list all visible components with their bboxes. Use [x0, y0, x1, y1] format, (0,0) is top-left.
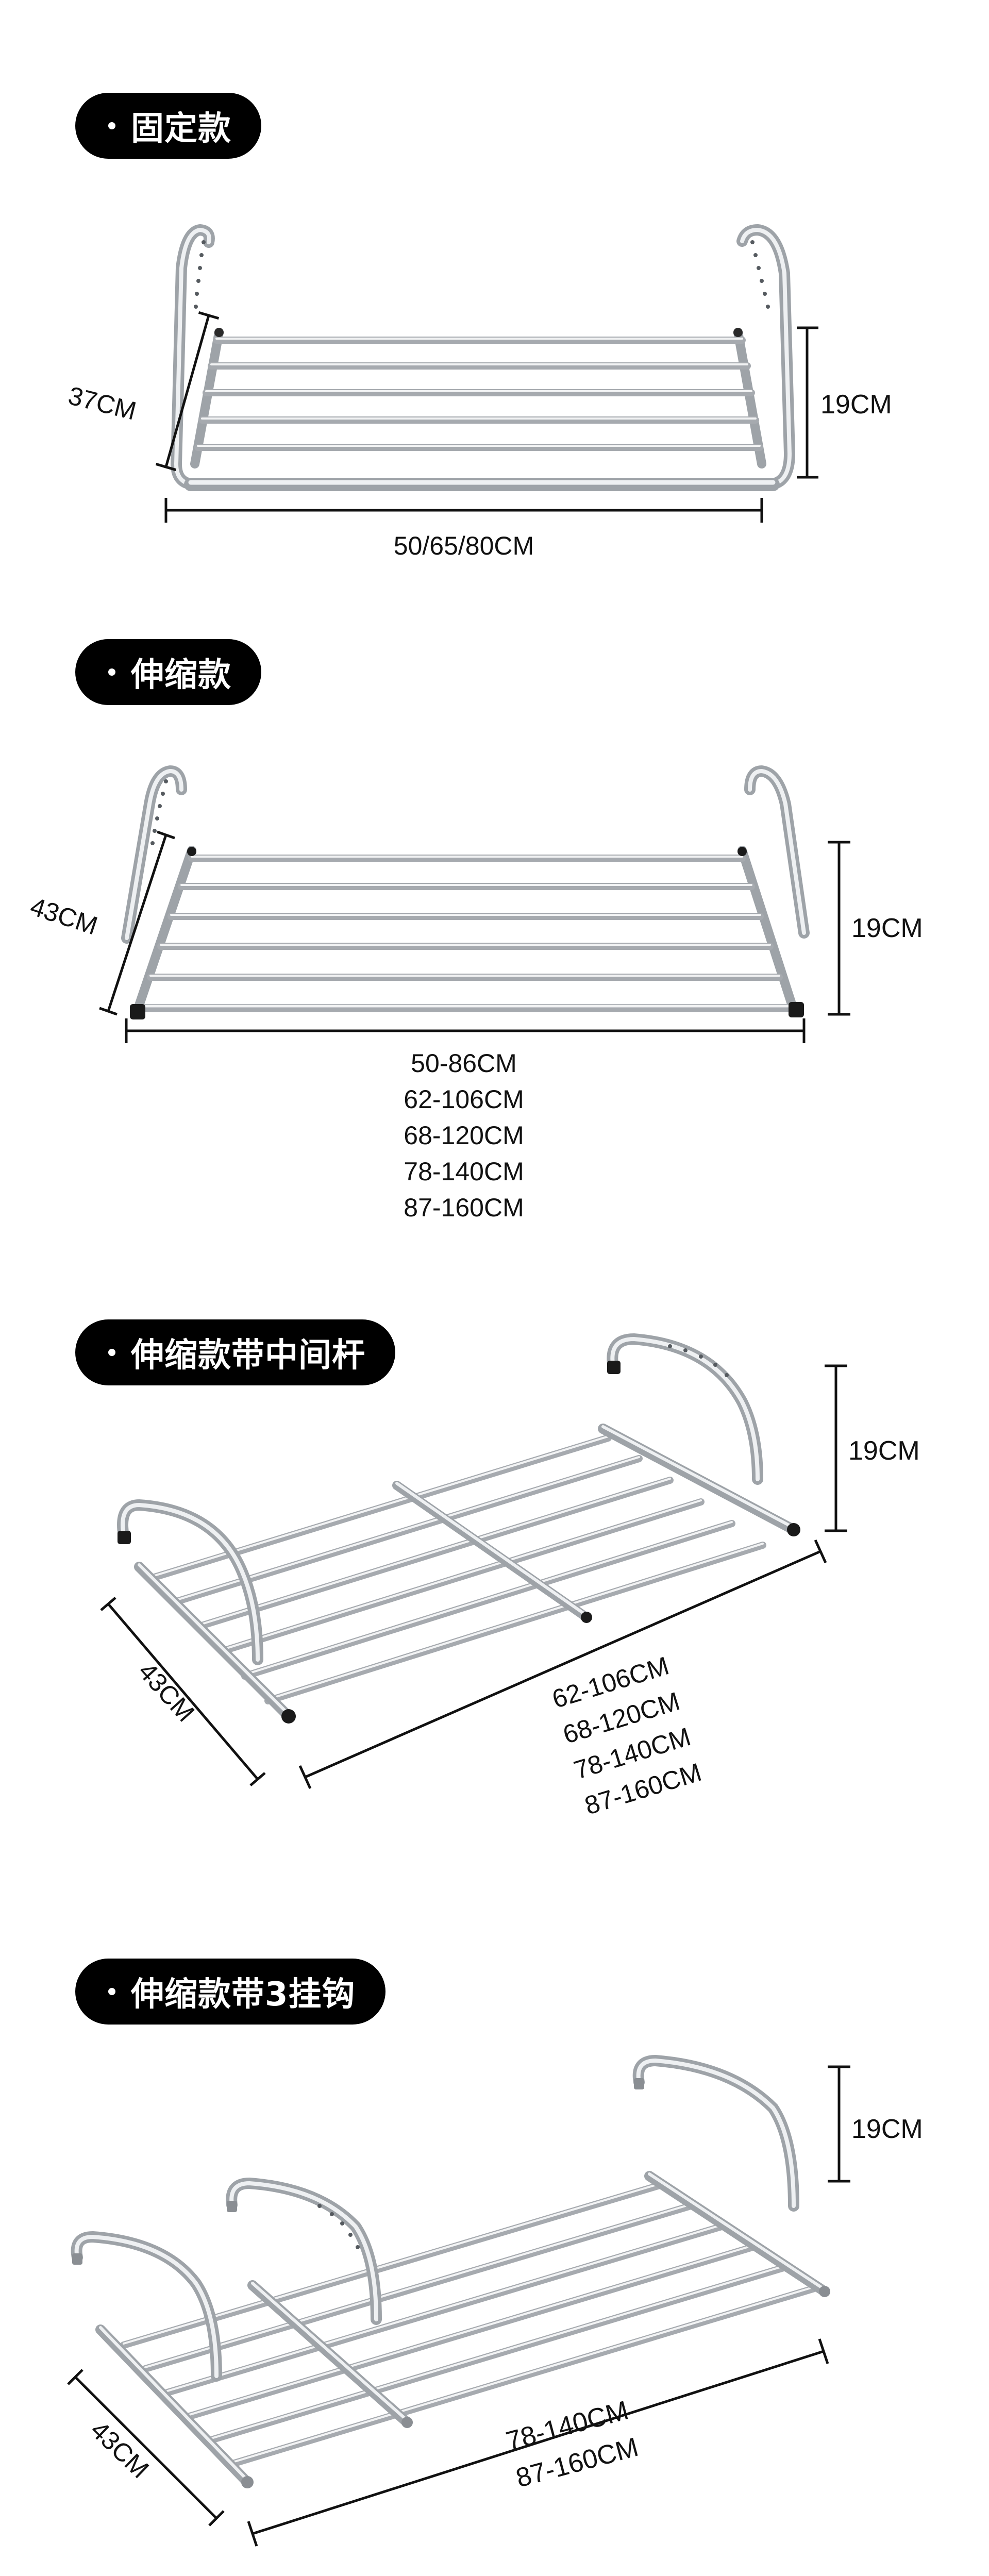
section-title-pill: 伸缩款带3挂钩: [75, 1959, 385, 2025]
rail-caps: [130, 847, 804, 1019]
rack-rails: [194, 337, 763, 451]
dimension-height: [825, 1364, 847, 1532]
dimension-width: [298, 1539, 827, 1789]
rack-rails: [151, 1434, 766, 1704]
section-title-pill: 固定款: [75, 93, 261, 159]
width-label-3: 78-140CM: [404, 1157, 524, 1186]
width-label-1: 62-106CM: [404, 1085, 524, 1114]
dimension-height: [828, 2065, 850, 2183]
depth-label: 37CM: [65, 381, 139, 426]
section-title: 伸缩款带3挂钩: [131, 1976, 356, 2014]
rack-rails: [120, 2182, 818, 2467]
section-extendable-3-hooks: 伸缩款带3挂钩: [0, 1928, 989, 2576]
dimension-width: [125, 1018, 806, 1043]
depth-label: 43CM: [85, 2415, 155, 2484]
section-fixed: 固定款: [0, 0, 989, 618]
rack-diagram-extendable: 43CM 19CM 50-86CM 62-106CM 68-120CM 78-1…: [27, 765, 923, 1222]
section-title: 伸缩款: [131, 656, 231, 694]
height-label: 19CM: [851, 2114, 923, 2144]
height-label: 19CM: [851, 913, 923, 943]
depth-label: 43CM: [27, 892, 101, 940]
width-labels: 78-140CM 87-160CM: [503, 2395, 642, 2493]
rack-frame: [121, 765, 810, 1016]
hook-holes-left: [150, 779, 168, 845]
section-title: 固定款: [131, 110, 231, 148]
bullet-dot: [108, 122, 115, 129]
width-label-2: 68-120CM: [404, 1121, 524, 1150]
dimension-depth: [99, 830, 175, 1016]
rack-rails: [136, 855, 795, 1012]
dimension-width: [247, 2338, 829, 2547]
width-label-4: 87-160CM: [404, 1193, 524, 1222]
rack-frame: [117, 1333, 799, 1721]
section-title-pill: 伸缩款带中间杆: [75, 1319, 395, 1385]
width-label-0: 50-86CM: [411, 1049, 517, 1078]
bullet-dot: [108, 1988, 115, 1995]
hook-holes-right: [750, 240, 770, 309]
rack-diagram-fixed: 37CM 19CM 50/65/80CM: [65, 224, 892, 560]
bullet-dot: [108, 668, 115, 676]
dimension-depth: [67, 2369, 225, 2527]
dimension-width: [164, 498, 763, 523]
hook-holes-right: [668, 1344, 729, 1377]
height-label: 19CM: [820, 390, 892, 420]
dimension-height: [797, 326, 818, 479]
section-extendable-middle-bar: 伸缩款带中间杆: [0, 1278, 989, 1928]
bullet-dot: [108, 1349, 115, 1356]
section-title: 伸缩款带中间杆: [131, 1336, 365, 1375]
section-extendable: 伸缩款: [0, 618, 989, 1309]
dimension-depth: [100, 1597, 266, 1786]
width-label-0: 50/65/80CM: [394, 531, 534, 560]
rail-caps: [118, 1361, 800, 1724]
rack-diagram-middle-bar: 19CM 43CM 62-106CM 68-120CM 78-140CM 87-…: [100, 1333, 920, 1820]
rack-diagram-3-hooks: 19CM 43CM 78-140CM 87-160CM: [67, 2055, 923, 2547]
rail-caps: [214, 328, 743, 337]
hook-holes-middle: [317, 2204, 360, 2249]
depth-label: 43CM: [133, 1657, 200, 1728]
height-label: 19CM: [848, 1436, 920, 1466]
rack-frame: [71, 2055, 830, 2487]
dimension-height: [828, 841, 850, 1016]
rack-frame: [171, 224, 795, 491]
rail-caps: [72, 2078, 830, 2488]
hook-holes-left: [194, 240, 206, 309]
section-title-pill: 伸缩款: [75, 639, 261, 705]
width-labels: 62-106CM 68-120CM 78-140CM 87-160CM: [549, 1651, 705, 1820]
dimension-depth: [155, 311, 220, 472]
